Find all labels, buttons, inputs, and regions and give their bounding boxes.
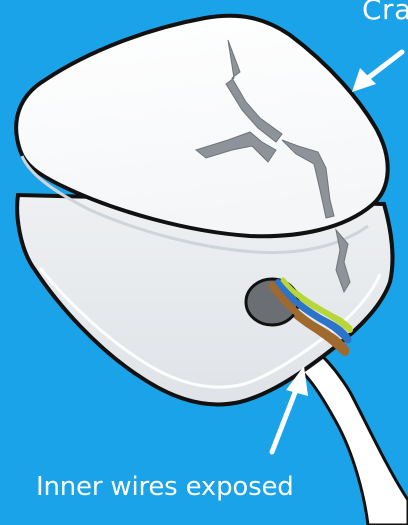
arrow-to-crack-icon — [352, 52, 402, 92]
cracked-label: Cra — [362, 0, 408, 24]
cable — [298, 338, 408, 525]
inner-wires-label: Inner wires exposed — [36, 474, 294, 500]
